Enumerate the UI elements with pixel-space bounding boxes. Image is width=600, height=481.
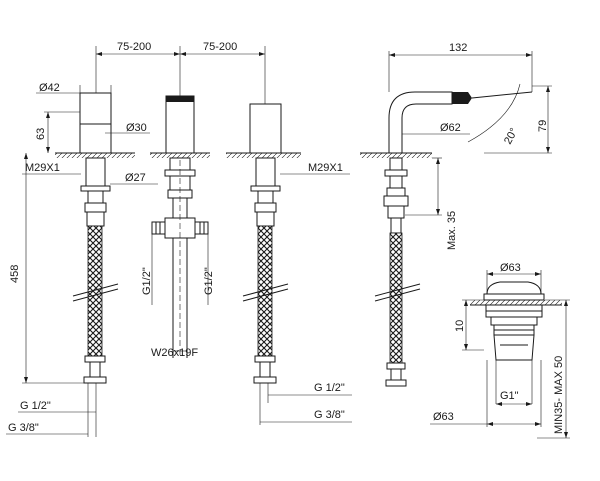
g12-bottom-right-label: G 1/2" [314, 382, 345, 394]
side-view-spout [360, 91, 533, 387]
right-valve-dimensions: M29X1 G 1/2" G 3/8" [259, 162, 352, 425]
popup-drain [470, 281, 562, 361]
g12-mid-right-label: G1/2" [203, 267, 215, 295]
h79-label: 79 [537, 120, 549, 132]
popup-drain-dimensions: Ø63 10 MIN35- MAX 50 G1" Ø63 [430, 262, 570, 439]
g38-bottom-left-label: G 3/8" [8, 422, 39, 434]
center-spout-dimensions: G1/2" G1/2" W26x19F [141, 228, 215, 359]
spacing-dimensions: 75-200 75-200 [95, 41, 266, 104]
left-valve-dimensions: Ø42 63 Ø30 M29X1 Ø27 458 G 1/2" G 3/8" [6, 82, 158, 437]
m29-left-label: M29X1 [25, 162, 60, 174]
dia62-label: Ø62 [440, 122, 461, 134]
dia63-top-label: Ø63 [500, 262, 521, 274]
max35-label: Max. 35 [446, 211, 458, 250]
h458-label: 458 [9, 265, 21, 283]
w26-label: W26x19F [151, 347, 198, 359]
dia63-bottom-label: Ø63 [433, 411, 454, 423]
g1-label: G1" [500, 390, 519, 402]
min-max-label: MIN35- MAX 50 [553, 356, 565, 434]
dia42-label: Ø42 [39, 82, 60, 94]
h10-label: 10 [454, 320, 466, 332]
dia27-label: Ø27 [125, 172, 146, 184]
g38-bottom-right-label: G 3/8" [314, 409, 345, 421]
side-view-dimensions: 132 20° 79 Ø62 Max. 35 [388, 42, 552, 250]
g12-mid-left-label: G1/2" [141, 267, 153, 295]
h63-label: 63 [35, 128, 47, 140]
spacing-right-label: 75-200 [203, 41, 237, 53]
dia30-label: Ø30 [126, 122, 147, 134]
w132-label: 132 [449, 42, 467, 54]
left-valve [55, 85, 135, 384]
center-spout [150, 95, 210, 358]
m29-right-label: M29X1 [308, 162, 343, 174]
g12-bottom-left-label: G 1/2" [20, 400, 51, 412]
right-valve [226, 103, 301, 384]
spacing-left-label: 75-200 [117, 41, 151, 53]
angle20-label: 20° [502, 126, 520, 146]
